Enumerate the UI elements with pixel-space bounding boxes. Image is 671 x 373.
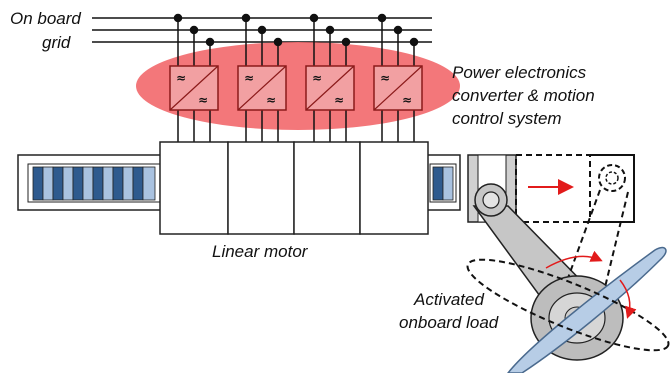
rotation-arrow-2 bbox=[619, 279, 637, 319]
converter-3: ≈ ≈ bbox=[305, 65, 355, 111]
ac-symbol-icon: ≈ bbox=[176, 71, 186, 85]
svg-text:≈: ≈ bbox=[334, 93, 344, 107]
converter-2: ≈ ≈ bbox=[237, 65, 287, 111]
propeller-dashed bbox=[466, 258, 670, 352]
svg-text:≈: ≈ bbox=[380, 71, 390, 85]
power-electronics-label-line1: Power electronics bbox=[452, 63, 587, 82]
rotation-arrow bbox=[545, 250, 603, 269]
linear-motor-label: Linear motor bbox=[212, 242, 309, 261]
converter-4: ≈ ≈ bbox=[373, 65, 423, 111]
linear-motor-segments bbox=[159, 141, 429, 235]
load-label-line2: onboard load bbox=[399, 313, 499, 332]
converter-1: ≈ ≈ bbox=[169, 65, 219, 111]
power-electronics-label-line3: control system bbox=[452, 109, 562, 128]
load-label-line1: Activated bbox=[413, 290, 484, 309]
propeller-blade bbox=[507, 246, 667, 373]
onboard-grid-label-line2: grid bbox=[42, 33, 71, 52]
ac-symbol-icon: ≈ bbox=[198, 93, 208, 107]
power-electronics-label-line2: converter & motion bbox=[452, 86, 595, 105]
svg-text:≈: ≈ bbox=[402, 93, 412, 107]
svg-text:≈: ≈ bbox=[312, 71, 322, 85]
svg-text:≈: ≈ bbox=[266, 93, 276, 107]
onboard-grid-label-line1: On board bbox=[10, 9, 81, 28]
svg-text:≈: ≈ bbox=[244, 71, 254, 85]
